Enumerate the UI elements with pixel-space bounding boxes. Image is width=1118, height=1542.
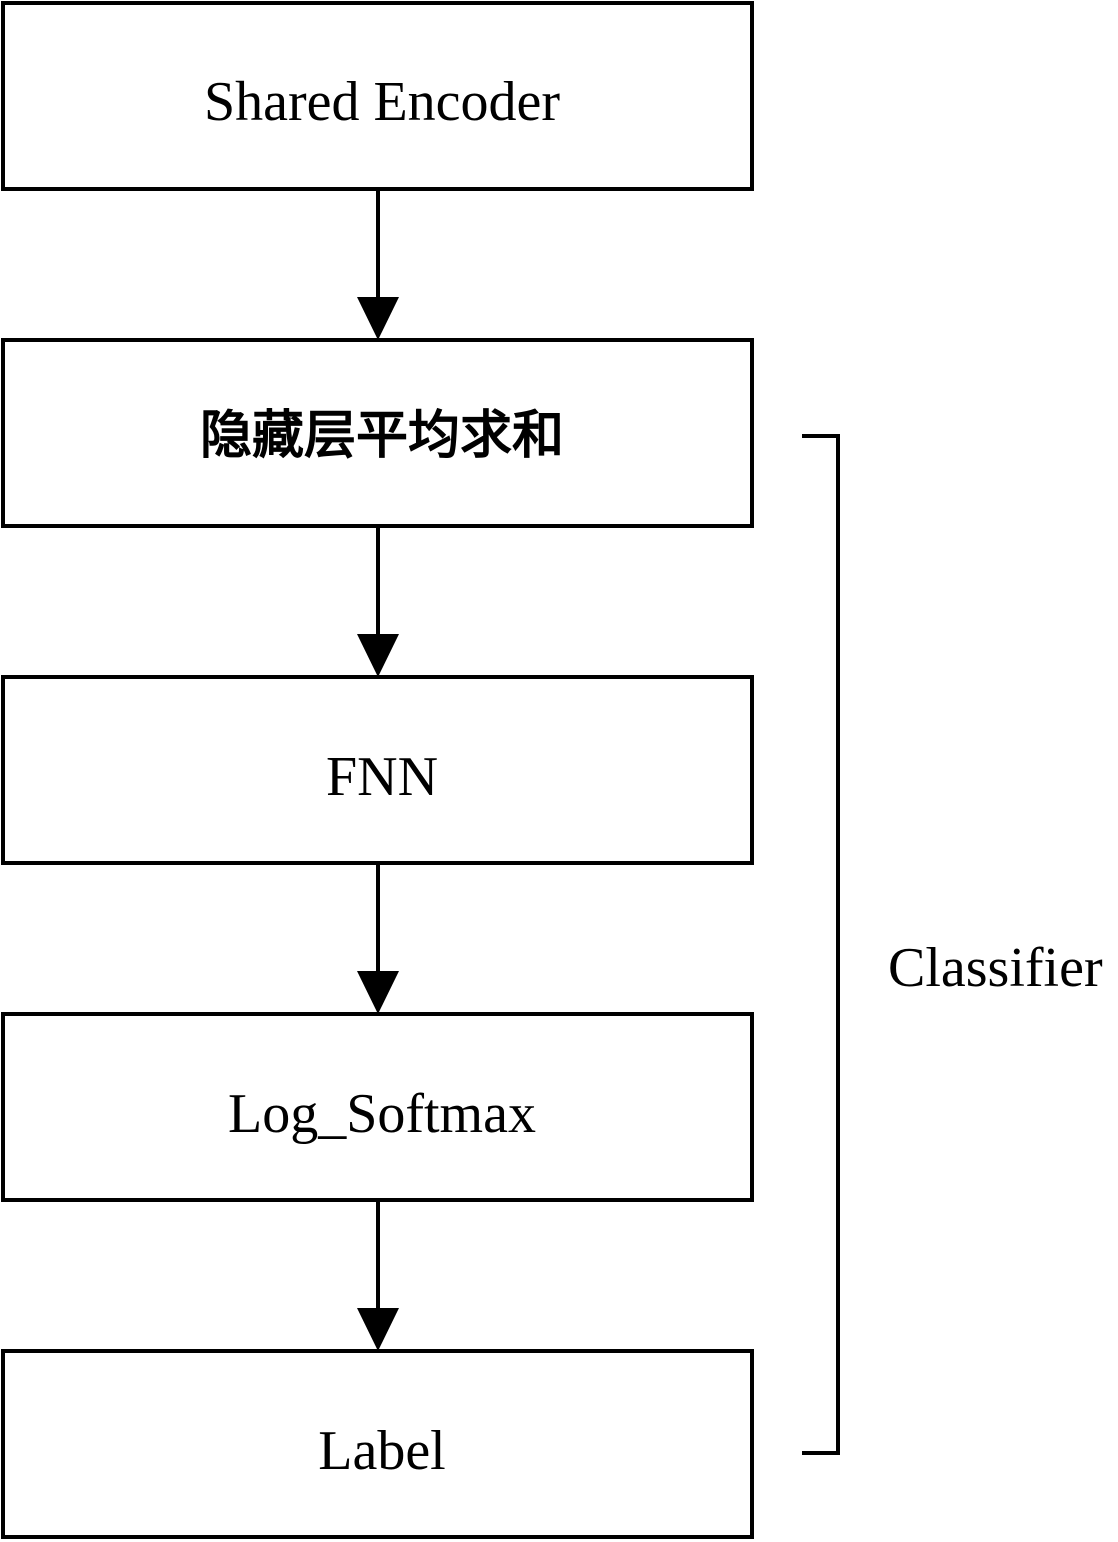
node-fnn: FNN	[1, 675, 754, 865]
edge-shared-encoder-to-hidden-layer	[357, 189, 399, 340]
arrowhead-icon	[357, 971, 399, 1014]
edge-log-softmax-to-label	[357, 1200, 399, 1351]
node-fnn-box	[1, 675, 754, 865]
node-hidden-layer-average-sum-box	[1, 338, 754, 528]
edge-hidden-layer-to-fnn	[357, 526, 399, 677]
arrowhead-icon	[357, 634, 399, 677]
edge-fnn-to-log-softmax	[357, 863, 399, 1014]
classifier-group-label: Classifier	[888, 937, 1103, 999]
node-label-box	[1, 1349, 754, 1539]
node-label-label: Label	[318, 1420, 445, 1482]
node-hidden-layer-average-sum-label: 隐藏层平均求和	[200, 406, 564, 466]
bracket-line	[802, 434, 840, 1455]
node-shared-encoder: Shared Encoder	[1, 1, 754, 191]
node-hidden-layer-average-sum: 隐藏层平均求和	[1, 338, 754, 528]
node-log-softmax-box	[1, 1012, 754, 1202]
arrowhead-icon	[357, 1308, 399, 1351]
node-log-softmax-label: Log_Softmax	[228, 1083, 536, 1145]
node-label: Label	[1, 1349, 754, 1539]
node-shared-encoder-box	[1, 1, 754, 191]
node-fnn-label: FNN	[326, 746, 438, 808]
classifier-group-bracket: Classifier	[802, 434, 1103, 1455]
arrowhead-icon	[357, 297, 399, 340]
node-log-softmax: Log_Softmax	[1, 1012, 754, 1202]
node-shared-encoder-label: Shared Encoder	[204, 71, 560, 133]
